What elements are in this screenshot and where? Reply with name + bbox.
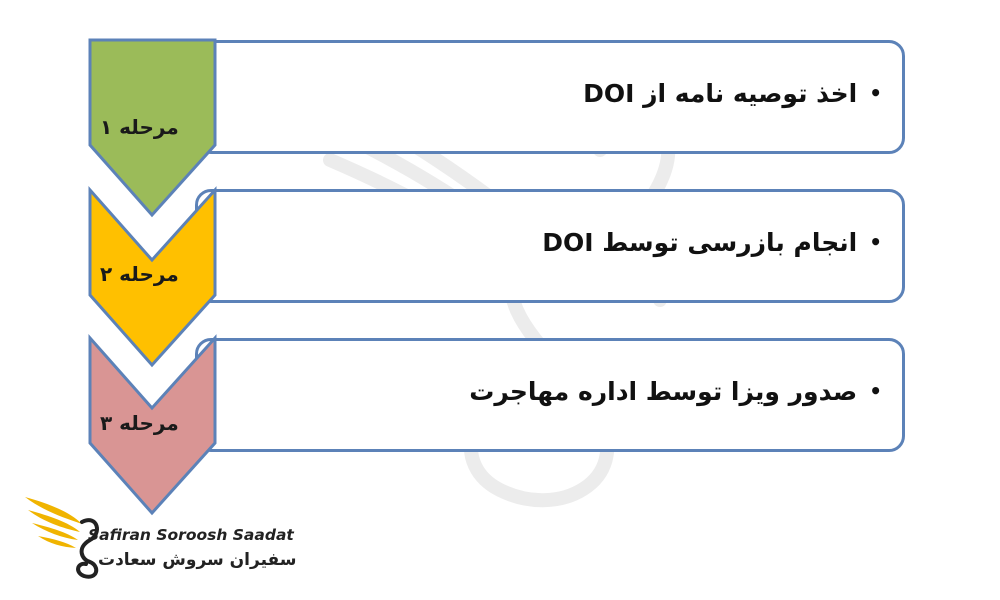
step-3-box: •صدور ویزا توسط اداره مهاجرت [195,338,905,452]
bullet-icon: • [869,379,882,403]
stage-1-label: مرحله ۱ [100,115,179,139]
step-2-box: •انجام بازرسی توسط DOI [195,189,905,303]
stage-2-chevron [88,186,217,368]
stage-2-label: مرحله ۲ [100,262,179,286]
step-3-text: •صدور ویزا توسط اداره مهاجرت [469,377,882,406]
stage-3-chevron [88,334,217,516]
step-1-box: •اخذ توصیه نامه از DOI [195,40,905,154]
stage-3-label: مرحله ۳ [100,411,179,435]
logo-name-persian: سفیران سروش سعادت [98,550,297,570]
step-1-text: •اخذ توصیه نامه از DOI [583,79,882,108]
bullet-icon: • [869,230,882,254]
stage-1-chevron [88,38,217,218]
swan-wing-logo-icon [25,497,99,579]
bullet-icon: • [869,81,882,105]
logo-name-english: Safiran Soroosh Saadat [88,526,294,544]
step-2-text: •انجام بازرسی توسط DOI [542,228,882,257]
